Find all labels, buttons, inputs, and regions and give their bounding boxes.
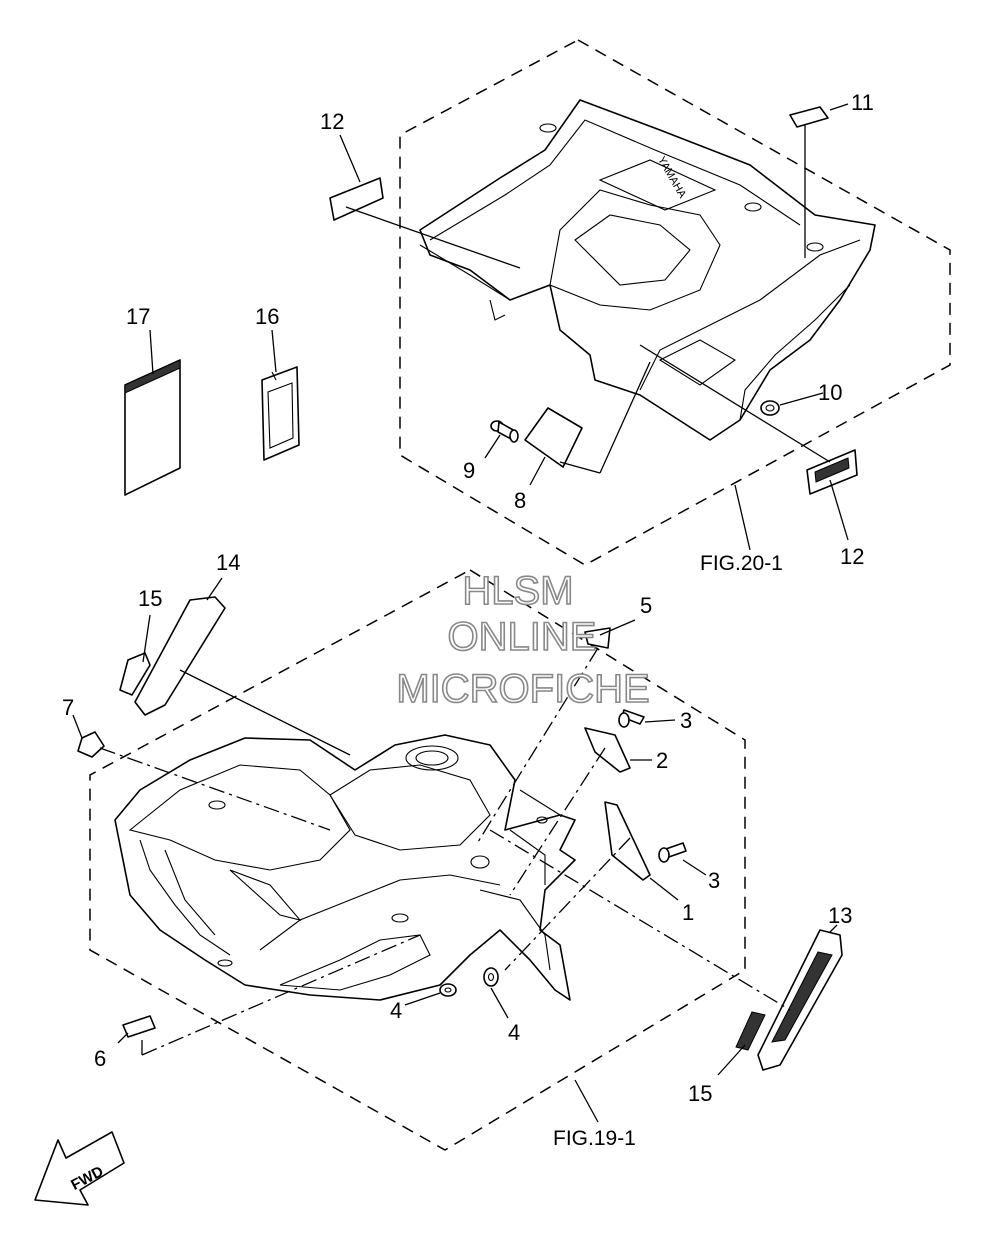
callout-9: 9 (463, 458, 475, 483)
callout-10: 10 (818, 380, 842, 405)
callout-3-top: 3 (680, 708, 692, 733)
watermark-line-3: MICROFICHE (396, 667, 649, 711)
callout-15-left: 15 (138, 586, 162, 611)
part-11-label (789, 106, 829, 128)
callout-4-left: 4 (390, 998, 402, 1023)
part-15-label-left (119, 652, 151, 696)
rear-fender: YAMAHA (419, 99, 876, 441)
callout-11: 11 (851, 90, 874, 115)
callout-17: 17 (126, 304, 150, 329)
callout-8: 8 (514, 488, 526, 513)
callout-1: 1 (682, 900, 694, 925)
rear-fender-boundary (399, 39, 951, 566)
part-7-cap (77, 731, 105, 758)
part-4-washer-left (439, 983, 457, 997)
front-fender-boundary (89, 569, 746, 1151)
callout-5: 5 (640, 593, 652, 618)
fwd-arrow-icon: FWD (34, 1131, 125, 1206)
part-3-bolt-top (618, 709, 645, 728)
part-8-plate (524, 407, 583, 468)
part-10-grommet (760, 400, 780, 416)
part-15-label-right (735, 1011, 766, 1051)
callout-4-right: 4 (508, 1020, 520, 1045)
leader-lines (72, 103, 849, 1123)
callout-14: 14 (216, 550, 240, 575)
callout-12-top: 12 (320, 109, 344, 134)
callout-16: 16 (255, 304, 279, 329)
watermark-line-1: HLSM (462, 569, 573, 613)
watermark-line-2: ONLINE (448, 615, 597, 659)
part-9-bolt (490, 420, 519, 443)
part-13-side-decal (757, 929, 843, 1071)
part-16-tag (261, 366, 300, 461)
callout-2: 2 (656, 748, 668, 773)
part-4-washer-right (483, 967, 499, 987)
fig-ref-front[interactable]: FIG.19-1 (553, 1127, 636, 1150)
part-12-decal-bottom (806, 449, 858, 495)
callout-3-bottom: 3 (708, 868, 720, 893)
callout-6: 6 (94, 1046, 106, 1071)
part-3-bolt-bottom (658, 842, 687, 863)
part-12-label-top (329, 177, 384, 221)
part-17-owners-manual (124, 359, 181, 496)
callout-15-right: 15 (688, 1081, 712, 1106)
front-fender (114, 734, 576, 1001)
callout-12-bottom: 12 (840, 544, 864, 569)
part-6-label (122, 1015, 156, 1038)
callout-13: 13 (828, 903, 852, 928)
part-14-panel (134, 596, 226, 716)
watermark: HLSM ONLINE MICROFICHE (396, 568, 651, 712)
fig-ref-rear[interactable]: FIG.20-1 (700, 552, 783, 575)
callout-7: 7 (62, 695, 74, 720)
part-2-plate (584, 727, 631, 773)
